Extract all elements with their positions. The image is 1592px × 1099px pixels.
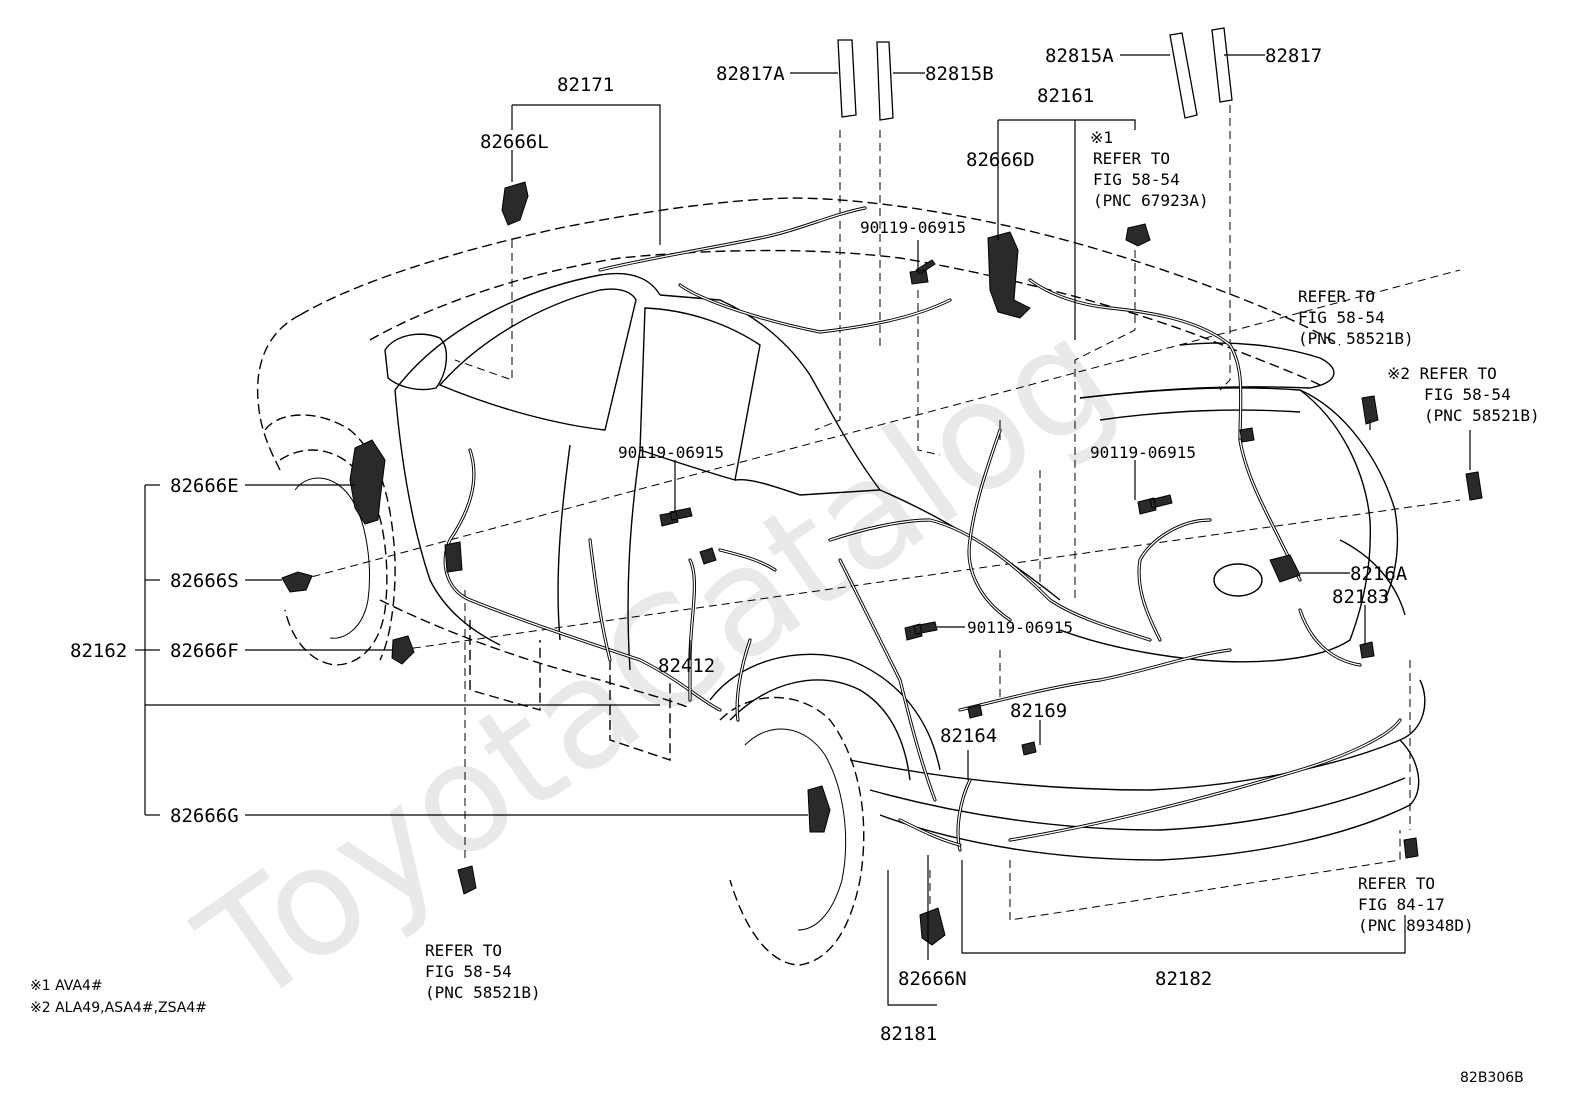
part-82666N — [919, 907, 946, 946]
label-bolt-mid: 90119-06915 — [967, 618, 1073, 637]
ref-89348D-line3: (PNC 89348D) — [1358, 916, 1474, 935]
ref-58521B-top-line2: FIG 58-54 — [1298, 308, 1385, 327]
leader-lines — [135, 54, 1471, 1006]
label-82171: 82171 — [557, 74, 614, 96]
footnote-1: ※1 AVA4# — [30, 978, 103, 994]
ref-58521B-right-line3: (PNC 58521B) — [1424, 406, 1540, 425]
part-bolt-left — [659, 507, 693, 527]
ref-58521B-right-line2: FIG 58-54 — [1424, 385, 1511, 404]
label-82666E: 82666E — [170, 475, 239, 497]
ref-58521B-top-line3: (PNC 58521B) — [1298, 329, 1414, 348]
part-82817A — [837, 39, 857, 118]
ref-58521B-top-line1: REFER TO — [1298, 287, 1375, 306]
ref-58521B-top: REFER TO FIG 58-54 (PNC 58521B) — [1298, 287, 1414, 348]
ref-58521B-bottom-line2: FIG 58-54 — [425, 962, 512, 981]
ref-67923A-line2: FIG 58-54 — [1093, 170, 1180, 189]
label-82666N: 82666N — [898, 968, 967, 990]
label-bolt-top: 90119-06915 — [860, 218, 966, 237]
part-82666L — [501, 181, 529, 226]
ref-67923A-line1: REFER TO — [1093, 149, 1170, 168]
label-82183: 82183 — [1332, 586, 1389, 608]
label-82666S: 82666S — [170, 570, 239, 592]
part-82815A — [1169, 32, 1198, 119]
footnotes: ※1 AVA4# ※2 ALA49,ASA4#,ZSA4# — [30, 978, 207, 1016]
figure-code: 82B306B — [1460, 1070, 1524, 1086]
ref-89348D: REFER TO FIG 84-17 (PNC 89348D) — [1358, 874, 1474, 935]
label-82666D: 82666D — [966, 149, 1035, 171]
label-82817A: 82817A — [716, 63, 785, 85]
ref-58521B-right-line1: ※2 REFER TO — [1387, 364, 1497, 383]
part-82666F — [391, 635, 415, 665]
ref-58521B-bottom-line1: REFER TO — [425, 941, 502, 960]
ref-67923A: ※1 REFER TO FIG 58-54 (PNC 67923A) — [1090, 128, 1209, 210]
label-82815B: 82815B — [925, 63, 994, 85]
reference-callouts: ※1 REFER TO FIG 58-54 (PNC 67923A) REFER… — [425, 128, 1540, 1002]
label-82666L: 82666L — [480, 131, 549, 153]
part-bolt-mid — [904, 621, 938, 641]
connector-82162 — [444, 541, 463, 573]
ref-67923A-mark: ※1 — [1090, 128, 1113, 147]
part-bolt-top — [909, 259, 936, 285]
car-body-outline — [256, 105, 1461, 966]
ref-89348D-line1: REFER TO — [1358, 874, 1435, 893]
label-82169: 82169 — [1010, 700, 1067, 722]
label-82666F: 82666F — [170, 640, 239, 662]
connector-82169 — [1021, 741, 1037, 756]
label-82817: 82817 — [1265, 45, 1322, 67]
part-82666D — [987, 231, 1031, 319]
connector-82164 — [967, 704, 983, 719]
part-82815B — [876, 41, 894, 121]
ref-58521B-right: ※2 REFER TO FIG 58-54 (PNC 58521B) — [1387, 364, 1540, 425]
part-58521B-top — [1361, 395, 1379, 425]
part-labels: 82171 82666L 82817A 82815B 82815A 82817 … — [70, 45, 1408, 1045]
label-82666G: 82666G — [170, 805, 239, 827]
connector-8216A — [1269, 554, 1301, 583]
label-82162: 82162 — [70, 640, 127, 662]
part-82666G — [807, 785, 831, 833]
label-bolt-left: 90119-06915 — [618, 443, 724, 462]
label-82181: 82181 — [880, 1023, 937, 1045]
label-bolt-right: 90119-06915 — [1090, 443, 1196, 462]
ref-58521B-bottom-line3: (PNC 58521B) — [425, 983, 541, 1002]
parts — [281, 27, 1483, 946]
footnote-2: ※2 ALA49,ASA4#,ZSA4# — [30, 1000, 207, 1016]
label-82815A: 82815A — [1045, 45, 1114, 67]
ref-58521B-bottom: REFER TO FIG 58-54 (PNC 58521B) — [425, 941, 541, 1002]
part-58521B-right — [1465, 471, 1483, 501]
connector-82412 — [699, 547, 717, 565]
label-82161: 82161 — [1037, 85, 1094, 107]
watermark: ToyotaCatalog — [170, 286, 1143, 1040]
label-82164: 82164 — [940, 725, 997, 747]
ref-67923A-line3: (PNC 67923A) — [1093, 191, 1209, 210]
part-82666S — [281, 571, 313, 593]
label-82412: 82412 — [658, 655, 715, 677]
label-82182: 82182 — [1155, 968, 1212, 990]
part-89348D — [1403, 837, 1419, 859]
label-8216A: 8216A — [1350, 563, 1408, 585]
part-bolt-right — [1137, 494, 1173, 515]
part-82817 — [1211, 27, 1233, 103]
connector-82183 — [1359, 641, 1375, 659]
part-67923A — [1125, 223, 1151, 247]
part-58521B-bottom — [457, 865, 477, 895]
part-82666E — [349, 439, 386, 525]
ref-89348D-line2: FIG 84-17 — [1358, 895, 1445, 914]
connector-82161 — [1239, 427, 1255, 443]
